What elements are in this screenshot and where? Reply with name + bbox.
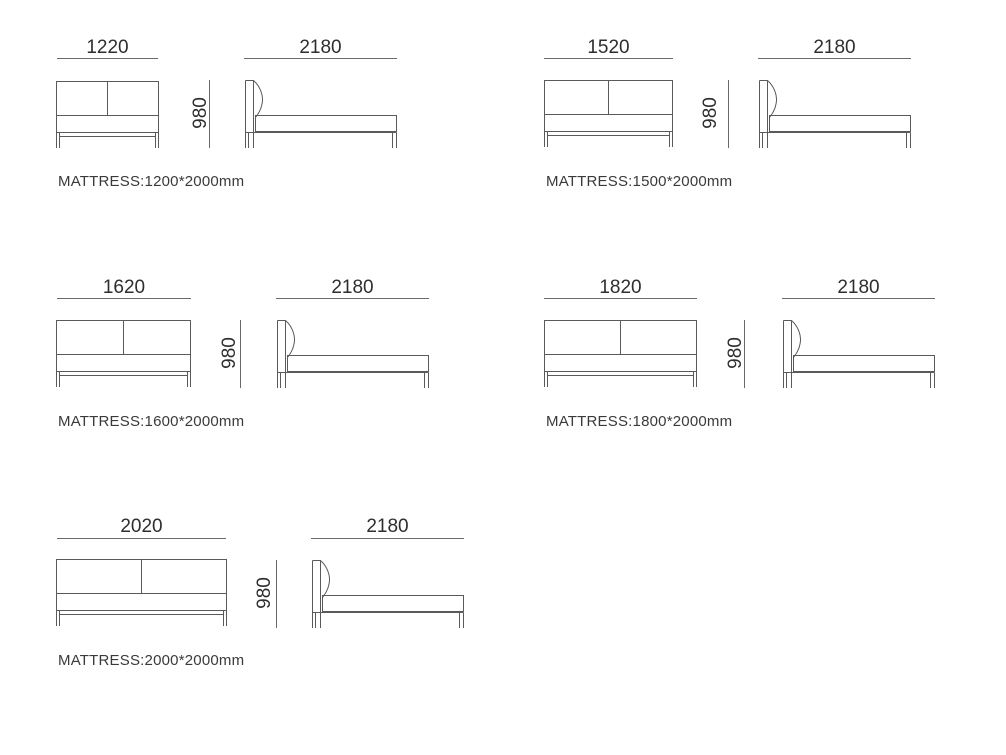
side-length-label: 2180 xyxy=(813,37,856,58)
mattress-size: MATTRESS:1600*2000mm xyxy=(58,413,245,430)
side-length-line xyxy=(782,298,935,299)
bed-front-view xyxy=(544,320,697,387)
height-line xyxy=(744,320,745,388)
front-width-line xyxy=(57,58,158,59)
front-width-label: 1620 xyxy=(102,277,146,298)
front-width-line xyxy=(544,58,673,59)
bed-front-view xyxy=(56,320,191,387)
height-label: 980 xyxy=(254,577,275,609)
side-length-line xyxy=(244,58,397,59)
height-line xyxy=(240,320,241,388)
front-width-line xyxy=(57,298,191,299)
bed-front-view xyxy=(56,559,227,626)
side-length-line xyxy=(311,538,464,539)
mattress-size: MATTRESS:2000*2000mm xyxy=(58,652,245,669)
height-label: 980 xyxy=(725,337,746,369)
height-label: 980 xyxy=(700,97,721,129)
front-width-line xyxy=(57,538,226,539)
side-length-label: 2180 xyxy=(331,277,374,298)
bed-side-view xyxy=(277,320,429,388)
bed-side-view xyxy=(312,560,464,628)
height-label: 980 xyxy=(219,337,240,369)
front-width-label: 1820 xyxy=(599,277,642,298)
bed-side-view xyxy=(245,80,397,148)
front-width-label: 1220 xyxy=(86,37,129,58)
height-line xyxy=(209,80,210,148)
height-label: 980 xyxy=(190,97,211,129)
bed-front-view xyxy=(544,80,673,147)
bed-front-view xyxy=(56,81,159,148)
height-line xyxy=(276,560,277,628)
mattress-size: MATTRESS:1800*2000mm xyxy=(546,413,733,430)
front-width-label: 1520 xyxy=(587,37,630,58)
side-length-label: 2180 xyxy=(299,37,342,58)
front-width-label: 2020 xyxy=(120,516,163,537)
side-length-line xyxy=(276,298,429,299)
mattress-size: MATTRESS:1200*2000mm xyxy=(58,173,245,190)
bed-side-view xyxy=(759,80,911,148)
height-line xyxy=(728,80,729,148)
bed-side-view xyxy=(783,320,935,388)
side-length-line xyxy=(758,58,911,59)
mattress-size: MATTRESS:1500*2000mm xyxy=(546,173,733,190)
side-length-label: 2180 xyxy=(366,516,409,537)
front-width-line xyxy=(544,298,697,299)
side-length-label: 2180 xyxy=(837,277,880,298)
